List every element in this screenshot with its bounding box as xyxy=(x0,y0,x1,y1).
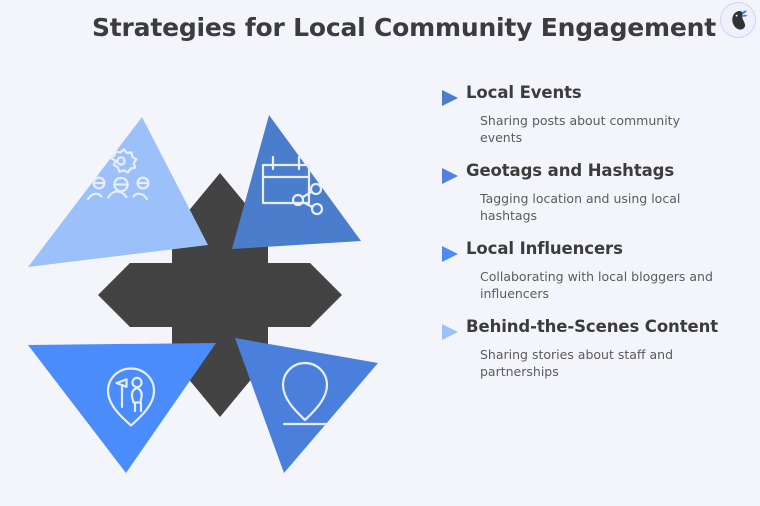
segment-top-left xyxy=(28,117,208,267)
bird-logo-icon xyxy=(732,10,748,30)
map-pin-influencer-megaphone-icon xyxy=(106,367,156,427)
header: Strategies for Local Community Engagemen… xyxy=(0,0,760,58)
list-item-title: Local Events xyxy=(466,83,582,102)
triangle-right-icon xyxy=(440,316,466,342)
segment-top-right xyxy=(232,115,361,249)
list-item-description: Tagging location and using local hashtag… xyxy=(480,191,681,223)
calendar-share-icon xyxy=(261,155,324,216)
list-item-title: Geotags and Hashtags xyxy=(466,161,675,180)
center-cross-shape xyxy=(98,173,342,417)
location-pin-icon xyxy=(281,361,329,426)
list-item-title: Behind-the-Scenes Content xyxy=(466,317,719,336)
pinwheel-diagram xyxy=(20,95,420,495)
page-title: Strategies for Local Community Engagemen… xyxy=(92,13,717,42)
list-item[interactable]: Local Events Sharing posts about communi… xyxy=(440,82,740,146)
triangle-right-icon xyxy=(440,82,466,108)
list-item-title: Local Influencers xyxy=(466,239,623,258)
list-item-description: Sharing posts about community events xyxy=(480,113,680,145)
segment-bottom-left xyxy=(28,343,216,473)
diagram-svg xyxy=(28,115,378,473)
list-item[interactable]: Geotags and Hashtags Tagging location an… xyxy=(440,160,740,224)
list-item-description: Sharing stories about staff and partners… xyxy=(480,347,674,379)
list-item-header: Local Events xyxy=(440,82,740,108)
list-item[interactable]: Behind-the-Scenes Content Sharing storie… xyxy=(440,316,740,380)
list-item-header: Behind-the-Scenes Content xyxy=(440,316,740,342)
list-item-description: Collaborating with local bloggers and in… xyxy=(480,269,713,301)
list-item-header: Local Influencers xyxy=(440,238,740,264)
list-item[interactable]: Local Influencers Collaborating with loc… xyxy=(440,238,740,302)
community-people-gear-icon xyxy=(86,148,150,201)
strategy-list: Local Events Sharing posts about communi… xyxy=(440,82,740,394)
list-item-header: Geotags and Hashtags xyxy=(440,160,740,186)
segment-bottom-right xyxy=(235,338,378,473)
triangle-right-icon xyxy=(440,160,466,186)
triangle-right-icon xyxy=(440,238,466,264)
brand-logo xyxy=(720,2,756,38)
